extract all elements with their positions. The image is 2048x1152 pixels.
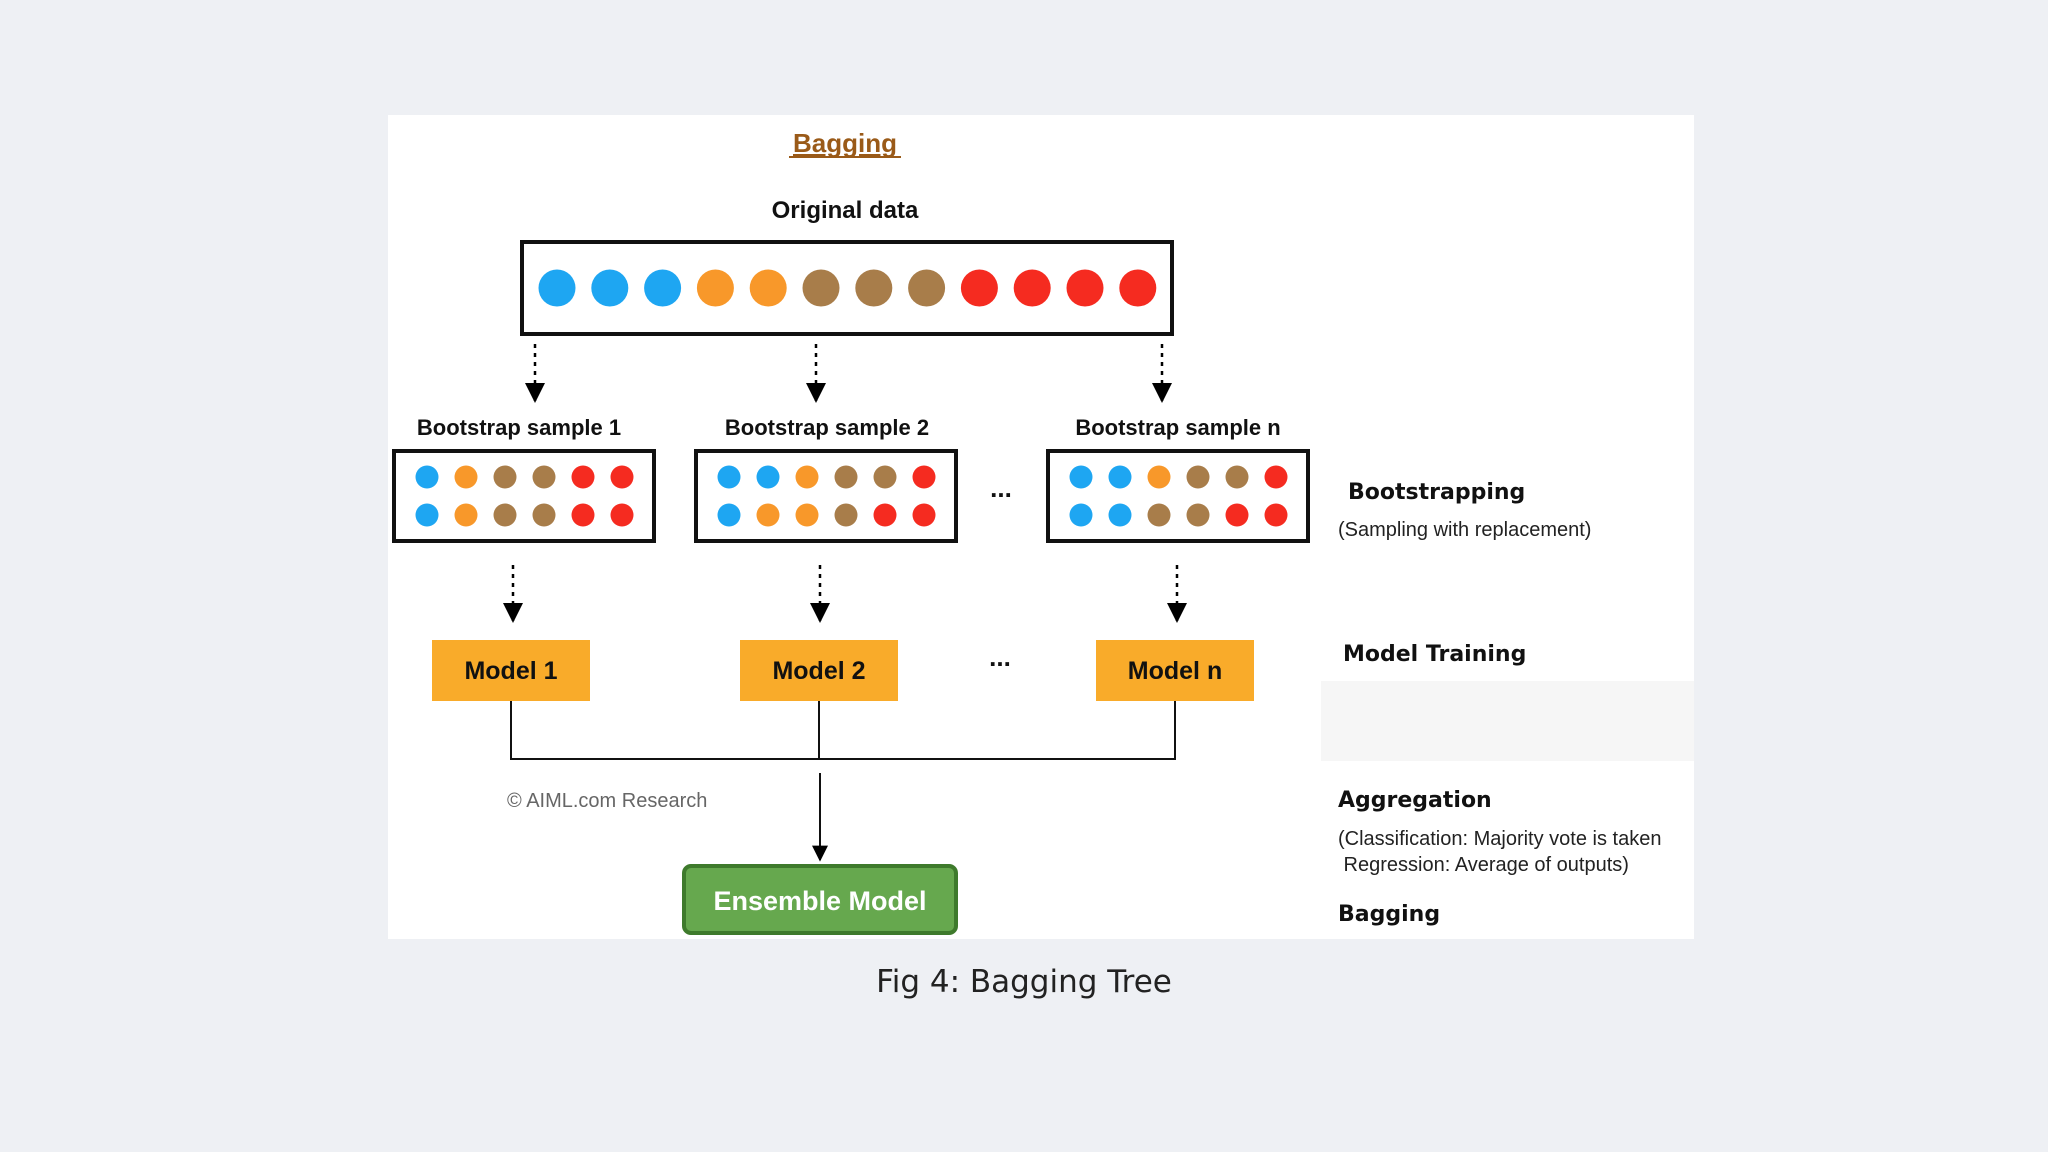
aggregation-heading: Aggregation xyxy=(1338,788,1492,813)
bootstrapping-subtext: (Sampling with replacement) xyxy=(1338,519,1591,541)
model-1-box xyxy=(432,640,590,701)
original-dot-red xyxy=(1066,269,1104,307)
sample-1-dot-red xyxy=(610,503,634,527)
figure-caption: Fig 4: Bagging Tree xyxy=(876,964,1172,1000)
bagging-side-label: Bagging xyxy=(1338,902,1440,927)
bagging-diagram: Bagging Original data Bootstrap sample 1… xyxy=(388,115,1694,939)
sample-3-dot-red xyxy=(1264,503,1288,527)
copyright-text: © AIML.com Research xyxy=(507,790,707,812)
sample-2-box xyxy=(694,449,958,543)
sample-3-dot-red xyxy=(1264,465,1288,489)
sample-1-dot-brown xyxy=(532,503,556,527)
sample-1-dot-brown xyxy=(493,465,517,489)
sample-1-dot-red xyxy=(571,503,595,527)
sample-1-dot-blue xyxy=(415,465,439,489)
original-dot-red xyxy=(960,269,998,307)
sample-3-dot-orange xyxy=(1147,465,1171,489)
side-shaded-band xyxy=(1321,681,1694,761)
sample-2-dot-brown xyxy=(834,465,858,489)
sample-2-dot-orange xyxy=(795,503,819,527)
original-dot-blue xyxy=(644,269,682,307)
sample-ellipsis: ... xyxy=(990,473,1012,503)
sample-2-dot-brown xyxy=(834,503,858,527)
aggregation-subtext-1: (Classification: Majority vote is taken xyxy=(1338,828,1661,850)
original-dot-brown xyxy=(855,269,893,307)
sample-3-dot-blue xyxy=(1108,503,1132,527)
sample-n-box xyxy=(1046,449,1310,543)
sample-3-dot-red xyxy=(1225,503,1249,527)
original-dot-orange xyxy=(749,269,787,307)
original-dot-blue xyxy=(591,269,629,307)
aggregation-connector xyxy=(510,701,1176,760)
sample-2-dot-brown xyxy=(873,465,897,489)
model-2-label: Model 2 xyxy=(772,657,865,685)
sample-1-dot-brown xyxy=(493,503,517,527)
original-dot-brown xyxy=(802,269,840,307)
sample-2-dot-orange xyxy=(795,465,819,489)
sample-1-dot-orange xyxy=(454,503,478,527)
model-ellipsis: ... xyxy=(989,642,1011,672)
sample-3-dot-brown xyxy=(1186,465,1210,489)
sample-dots xyxy=(415,465,1288,527)
sample-n-label: Bootstrap sample n xyxy=(1075,415,1280,440)
diagram-title: Bagging xyxy=(793,128,897,158)
model-n-label: Model n xyxy=(1128,657,1222,685)
aggregation-subtext-2: Regression: Average of outputs) xyxy=(1338,854,1629,876)
sample-1-box xyxy=(392,449,656,543)
sample-1-dot-red xyxy=(571,465,595,489)
sample-2-dot-blue xyxy=(756,465,780,489)
original-dot-orange xyxy=(696,269,734,307)
ensemble-model-box xyxy=(682,864,958,935)
sample-3-dot-blue xyxy=(1108,465,1132,489)
sample-2-label: Bootstrap sample 2 xyxy=(725,415,929,440)
sample-1-dot-orange xyxy=(454,465,478,489)
sample-3-dot-brown xyxy=(1186,503,1210,527)
original-data-label: Original data xyxy=(772,197,919,224)
model-n-box xyxy=(1096,640,1254,701)
model-2-box xyxy=(740,640,898,701)
sample-3-dot-brown xyxy=(1147,503,1171,527)
original-dot-red xyxy=(1013,269,1051,307)
sample-3-dot-blue xyxy=(1069,503,1093,527)
original-dot-red xyxy=(1119,269,1157,307)
bootstrapping-heading: Bootstrapping xyxy=(1348,480,1525,505)
sample-2-dot-red xyxy=(912,465,936,489)
model-1-label: Model 1 xyxy=(464,657,557,685)
original-dot-blue xyxy=(538,269,576,307)
original-data-dots xyxy=(538,269,1157,307)
original-data-box xyxy=(520,240,1174,336)
model-training-heading: Model Training xyxy=(1343,642,1526,667)
sample-3-dot-blue xyxy=(1069,465,1093,489)
sample-2-dot-blue xyxy=(717,503,741,527)
sample-1-dot-blue xyxy=(415,503,439,527)
original-dot-brown xyxy=(908,269,946,307)
sample-2-dot-red xyxy=(873,503,897,527)
sample-1-dot-red xyxy=(610,465,634,489)
sample-2-dot-orange xyxy=(756,503,780,527)
sample-2-dot-red xyxy=(912,503,936,527)
sample-1-label: Bootstrap sample 1 xyxy=(417,415,621,440)
sample-3-dot-brown xyxy=(1225,465,1249,489)
sample-2-dot-blue xyxy=(717,465,741,489)
sample-1-dot-brown xyxy=(532,465,556,489)
ensemble-model-label: Ensemble Model xyxy=(713,886,926,916)
